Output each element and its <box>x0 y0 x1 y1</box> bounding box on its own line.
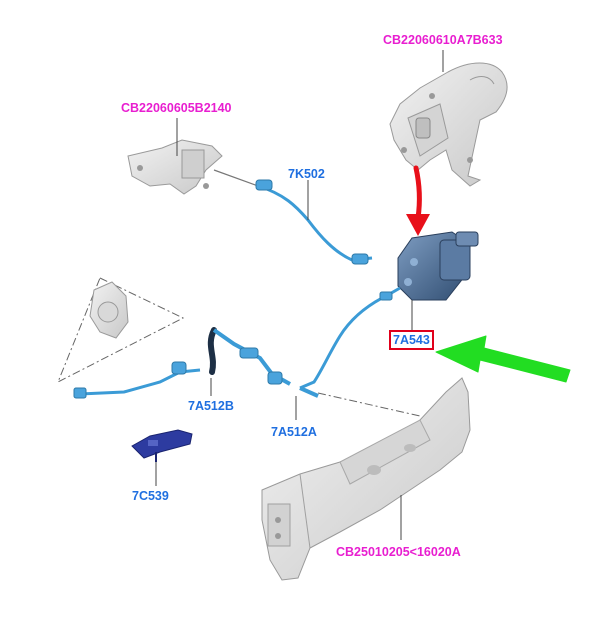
left-bracket-assembly <box>127 139 223 195</box>
tube-7k502 <box>213 169 373 265</box>
part-label-7a543-highlighted: 7A543 <box>389 330 434 350</box>
red-arrow-icon <box>406 165 430 236</box>
top-bracket-assembly <box>389 62 508 187</box>
small-pump-part <box>89 281 129 339</box>
floor-structure <box>261 377 471 581</box>
clutch-master-cylinder <box>397 231 479 301</box>
part-label-7a512a: 7A512A <box>271 425 317 439</box>
green-arrow-icon <box>435 335 571 383</box>
reference-label-top: CB22060610A7B633 <box>383 33 503 47</box>
part-label-7k502: 7K502 <box>288 167 325 181</box>
reference-label-bottom: CB25010205<16020A <box>336 545 461 559</box>
bracket-7c539 <box>131 429 193 462</box>
part-label-7a512b: 7A512B <box>188 399 234 413</box>
reference-label-left: CB22060605B2140 <box>121 101 232 115</box>
hose-7a512b <box>73 327 291 399</box>
phantom-line <box>317 392 421 417</box>
part-label-7c539: 7C539 <box>132 489 169 503</box>
tube-7a512a <box>299 286 401 398</box>
phantom-outline <box>57 277 185 384</box>
